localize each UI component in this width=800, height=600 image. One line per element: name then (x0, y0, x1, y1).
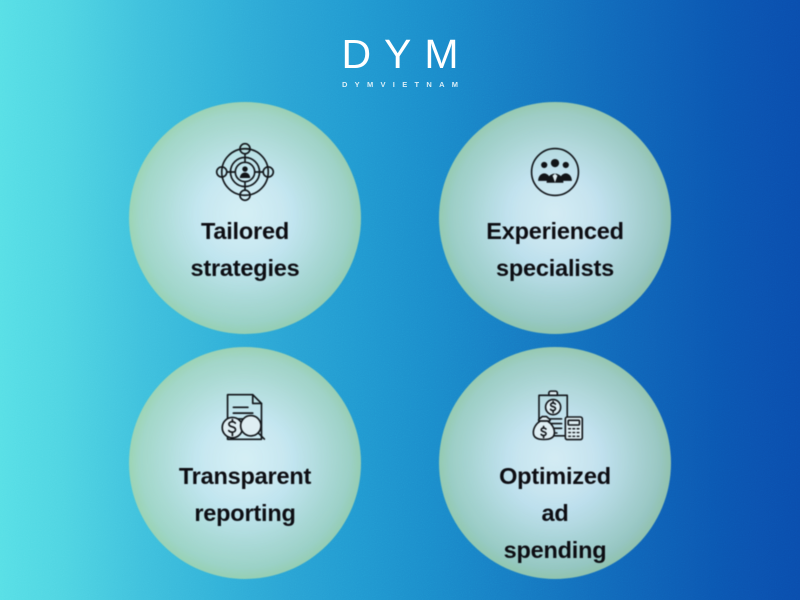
team-group-icon (523, 140, 587, 204)
feature-label: Optimized ad spending (499, 463, 611, 564)
logo-tagline: DYMVIETNAM (341, 80, 466, 90)
feature-bubble-experienced-specialists[interactable]: Experienced specialists (439, 102, 671, 334)
feature-label: Transparent reporting (178, 463, 312, 527)
feature-bubble-tailored-strategies[interactable]: Tailored strategies (129, 102, 361, 334)
logo-wordmark: DYM (341, 31, 472, 77)
feature-label: Tailored strategies (190, 218, 300, 282)
document-dollar-magnifier-icon (213, 385, 277, 449)
clipboard-moneybag-calculator-icon (523, 385, 587, 449)
target-person-icon (213, 140, 277, 204)
feature-bubble-optimized-ad-spending[interactable]: Optimized ad spending (439, 347, 671, 579)
brand-logo: DYM DYMVIETNAM (0, 31, 800, 90)
feature-bubble-transparent-reporting[interactable]: Transparent reporting (129, 347, 361, 579)
feature-label: Experienced specialists (486, 218, 624, 282)
